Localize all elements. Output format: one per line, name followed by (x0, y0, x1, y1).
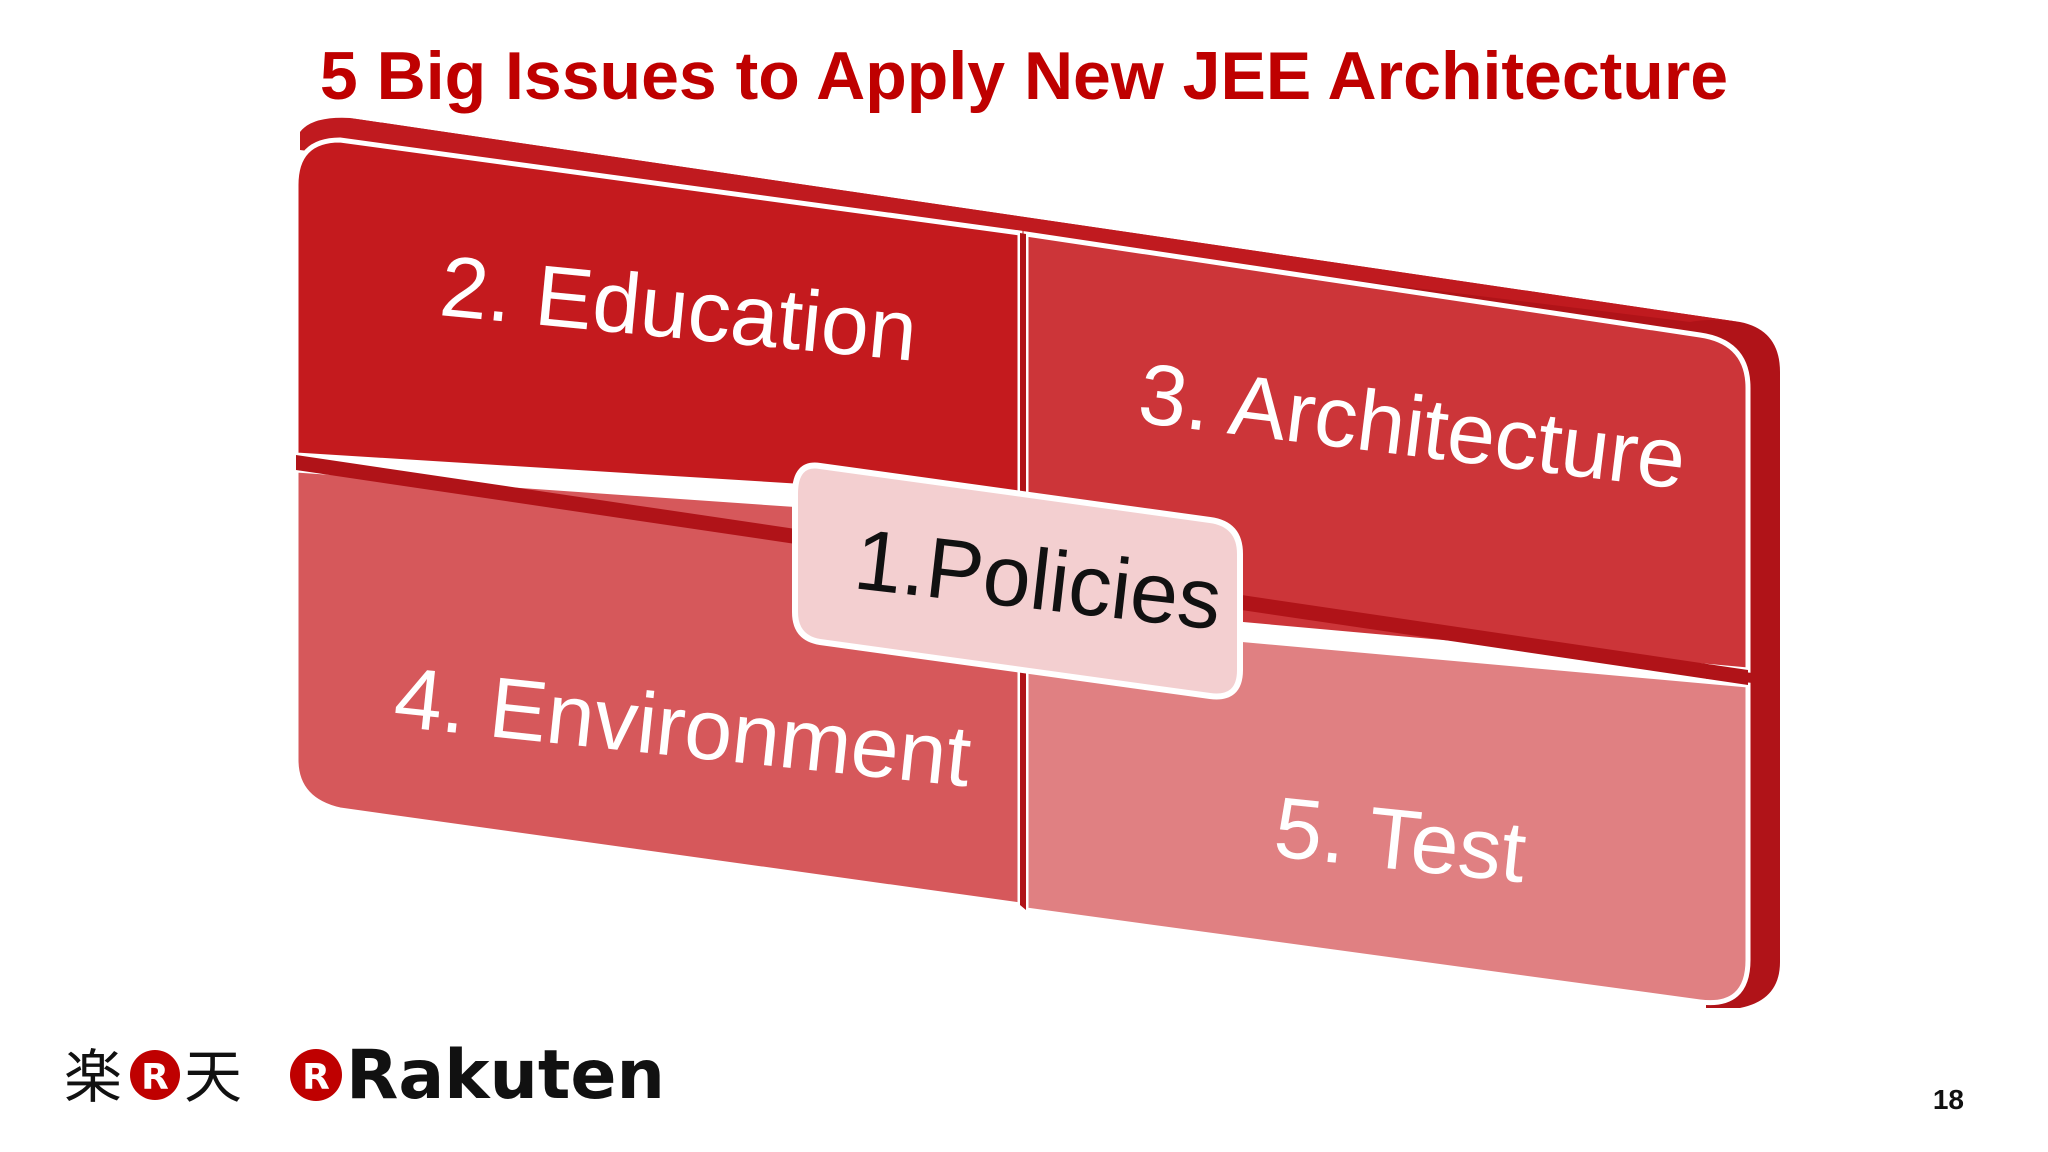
rakuten-wordmark-r: R (346, 1036, 398, 1115)
logo-kanji-mark: R (141, 1057, 169, 1098)
rakuten-r-icon (290, 1049, 342, 1101)
rakuten-kanji-logo: 楽 R 天 (64, 1043, 242, 1111)
quadrant-test (1023, 617, 1751, 1006)
rakuten-wordmark-rest: akuten (398, 1036, 665, 1115)
rakuten-word-logo: R Rakuten (290, 1036, 665, 1115)
logo-kanji-right: 天 (184, 1043, 242, 1111)
panel-top-edge (300, 117, 1740, 323)
logo-kanji-left: 楽 (64, 1043, 122, 1111)
rakuten-r-letter: R (302, 1057, 330, 1098)
page-number: 18 (1932, 1084, 1964, 1115)
slide-title: 5 Big Issues to Apply New JEE Architectu… (319, 38, 1729, 114)
center-box (792, 462, 1243, 700)
rakuten-wordmark: Rakuten (346, 1036, 665, 1115)
quadrant-education (293, 137, 1023, 503)
registered-badge-icon (130, 1050, 180, 1100)
